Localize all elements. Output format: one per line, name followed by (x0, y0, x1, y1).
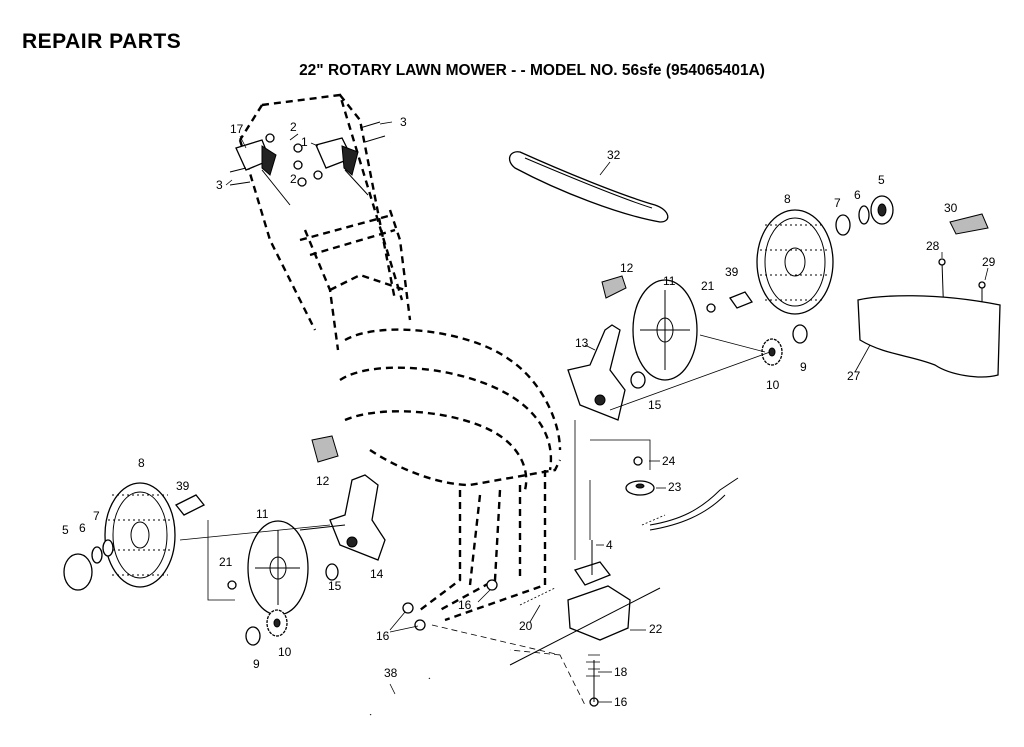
callout-2: 2 (290, 172, 297, 186)
leader-lines (225, 121, 989, 703)
callout-23: 23 (668, 480, 682, 494)
callout-10: 10 (278, 645, 292, 659)
callout-2: 2 (290, 120, 297, 134)
wheel-adjuster-right (632, 279, 698, 381)
callout-39: 39 (725, 265, 739, 279)
wheel-adjuster-left (247, 520, 309, 616)
bushing-39-left (174, 494, 206, 516)
callout-3: 3 (216, 178, 223, 192)
handle-knob-right (315, 137, 369, 196)
height-bracket-left (299, 474, 386, 561)
drive-gear-left (245, 609, 288, 646)
callout-4: 4 (606, 538, 613, 552)
callout-10: 10 (766, 378, 780, 392)
callout-18: 18 (614, 665, 628, 679)
callout-16: 16 (376, 629, 390, 643)
callout-32: 32 (607, 148, 621, 162)
callout-30: 30 (944, 201, 958, 215)
callout-7: 7 (834, 196, 841, 210)
bushing-39-right (728, 291, 754, 309)
callout-13: 13 (575, 336, 589, 350)
callout-22: 22 (649, 622, 663, 636)
handle-fasteners (229, 121, 386, 187)
label-plate (949, 213, 989, 235)
callout-3: 3 (400, 115, 407, 129)
callout-17: 17 (230, 122, 244, 136)
callout-14: 14 (370, 567, 384, 581)
callout-1: 1 (301, 135, 308, 149)
height-bracket-right (567, 324, 626, 421)
transmission (509, 540, 661, 666)
callout-9: 9 (800, 360, 807, 374)
callout-16: 16 (614, 695, 628, 709)
rear-wheel-left (104, 482, 176, 588)
pulley-23 (625, 480, 655, 496)
washer-15-left (325, 563, 339, 581)
callout-16: 16 (458, 598, 472, 612)
callout-12: 12 (620, 261, 634, 275)
callout-24: 24 (662, 454, 676, 468)
diagram-title: 22" ROTARY LAWN MOWER - - MODEL NO. 56sf… (299, 62, 765, 79)
washer-15-right (630, 371, 646, 389)
wheel-hardware-left (63, 539, 114, 591)
callout-6: 6 (79, 521, 86, 535)
callout-8: 8 (784, 192, 791, 206)
callout-21: 21 (219, 555, 233, 569)
callout-7: 7 (93, 509, 100, 523)
adjuster-knob-left (311, 435, 339, 463)
wheel-hardware-right (835, 195, 894, 236)
callout-5: 5 (62, 523, 69, 537)
washer-21-right (706, 303, 716, 313)
adjuster-knob-right (601, 275, 627, 299)
rear-wheel-right (756, 209, 834, 315)
rear-skirt (857, 295, 1001, 378)
nuts-16 (402, 579, 498, 631)
callout-15: 15 (328, 579, 342, 593)
handle-assembly (238, 93, 562, 622)
callout-38: 38 (384, 666, 398, 680)
v-belt (508, 151, 669, 223)
callout-28: 28 (926, 239, 940, 253)
handle-knob-left (235, 139, 291, 206)
callout-12: 12 (316, 474, 330, 488)
callout-11: 11 (663, 274, 676, 288)
callout-21: 21 (701, 279, 715, 293)
spring-18 (586, 654, 600, 677)
callout-8: 8 (138, 456, 145, 470)
callout-29: 29 (982, 255, 996, 269)
callout-6: 6 (854, 188, 861, 202)
callout-labels: 17 2 1 2 3 3 32 8 7 6 5 30 12 11 21 39 2… (62, 115, 996, 709)
control-cable (641, 477, 739, 531)
callout-39: 39 (176, 479, 190, 493)
callout-27: 27 (847, 369, 861, 383)
spring-20 (519, 587, 556, 606)
callout-20: 20 (519, 619, 533, 633)
page-header: REPAIR PARTS 22" ROTARY LAWN MOWER - - M… (0, 0, 1024, 90)
callout-9: 9 (253, 657, 260, 671)
callout-11: 11 (256, 507, 269, 521)
washer-21-left (227, 580, 237, 590)
nut-24 (633, 456, 643, 466)
callout-15: 15 (648, 398, 662, 412)
drive-gear-right (761, 324, 808, 366)
section-title: REPAIR PARTS (22, 30, 182, 53)
callout-5: 5 (878, 173, 885, 187)
